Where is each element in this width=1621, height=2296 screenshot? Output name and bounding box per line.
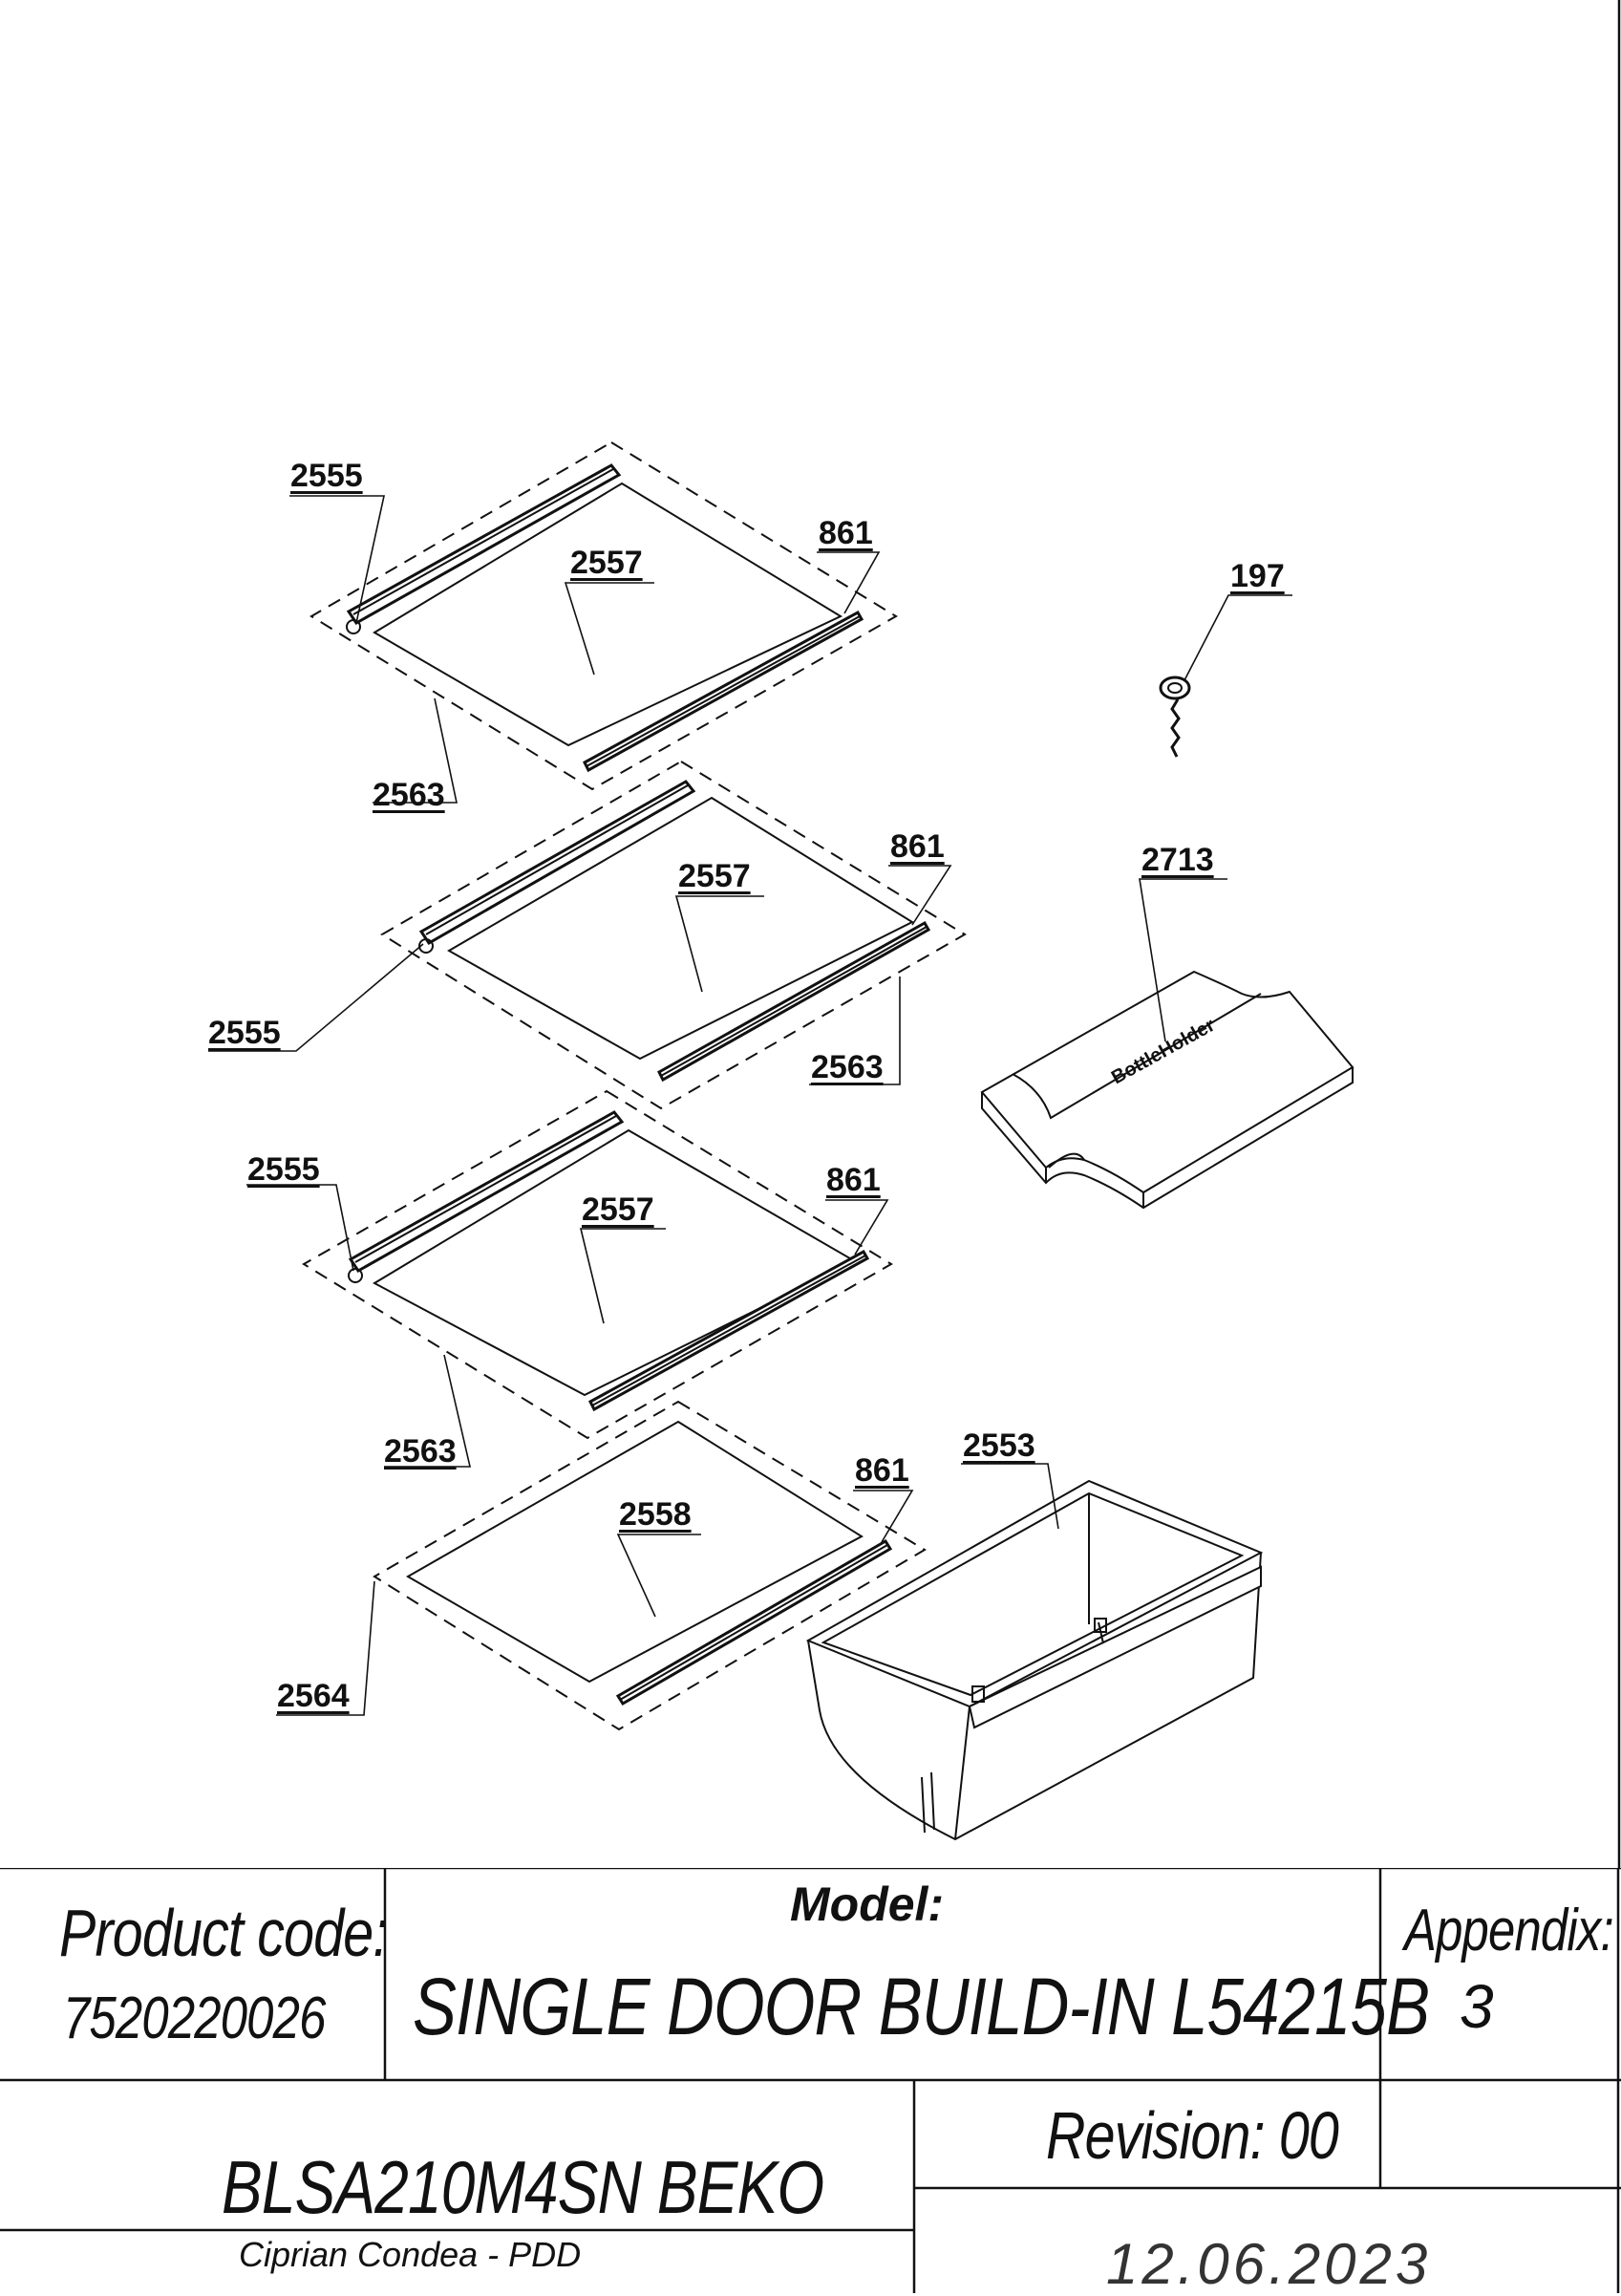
crisper-drawer	[805, 1479, 1264, 1841]
callout-861-shelf-3: 861	[826, 1162, 881, 1198]
shelf-2-glass	[446, 796, 915, 1061]
title-block-frame	[0, 1868, 1621, 2293]
appendix-label: Appendix:	[1404, 1898, 1614, 1963]
shelf-4-frame-outline	[373, 1400, 927, 1731]
drawing-date: 12.06.2023	[1106, 2232, 1432, 2296]
shelf-4-glass	[405, 1420, 864, 1684]
callout-861-shelf-1: 861	[819, 515, 873, 551]
shelf-3-end-cap	[348, 1268, 363, 1283]
callout-197: 197	[1230, 558, 1285, 594]
leader-lines	[208, 495, 1292, 1716]
shelf-1	[309, 440, 898, 791]
shelf-1-frame-outline	[309, 440, 898, 791]
model-label: Model:	[790, 1878, 945, 1931]
diagram-canvas	[208, 440, 1354, 1841]
callout-2555-shelf-1: 2555	[290, 458, 363, 494]
product-name: BLSA210M4SN BEKO	[222, 2145, 824, 2229]
callout-2557-shelf-3: 2557	[582, 1191, 654, 1228]
shelf-1-glass	[373, 482, 843, 747]
callout-2558: 2558	[619, 1496, 692, 1533]
shelf-1-end-cap	[346, 619, 361, 634]
shelf-3-glass	[372, 1128, 858, 1397]
crisper-drawer-body	[807, 1552, 1262, 1841]
bottle-holder	[980, 970, 1354, 1210]
callout-2563-shelf-2: 2563	[811, 1049, 884, 1085]
shelf-2-frame-outline	[380, 760, 967, 1110]
callout-2713: 2713	[1141, 842, 1214, 878]
shelf-4	[373, 1400, 927, 1731]
model-value: SINGLE DOOR BUILD-IN L54215B	[413, 1962, 1430, 2051]
revision-label: Revision: 00	[1046, 2098, 1339, 2173]
shelf-3-frame-outline	[302, 1089, 893, 1440]
shelf-3	[302, 1089, 893, 1440]
author-name: Ciprian Condea - PDD	[239, 2235, 582, 2274]
product-code-value: 7520220026	[63, 1985, 326, 2051]
callout-2563-shelf-3: 2563	[384, 1433, 457, 1470]
bottle-holder-body	[980, 970, 1354, 1194]
shelf-2	[380, 760, 967, 1110]
callout-2564: 2564	[277, 1678, 350, 1714]
appendix-value: 3	[1460, 1972, 1494, 2041]
hanger-ring	[1159, 676, 1191, 700]
crisper-drawer-rim	[805, 1479, 1264, 1708]
callout-2557-shelf-2: 2557	[678, 858, 751, 894]
callout-861-shelf-2: 861	[890, 828, 945, 865]
product-code-label: Product code:	[59, 1896, 388, 1970]
crisper-drawer-front-lip	[968, 1565, 1262, 1729]
exploded-parts-diagram: 2555 861 2557 197 2563 861 2557 2713 255…	[208, 440, 1354, 1841]
callout-2557-shelf-1: 2557	[570, 545, 643, 581]
shelf-2-end-cap	[418, 938, 434, 954]
right-border	[1617, 0, 1621, 1868]
callout-2555-shelf-2: 2555	[208, 1015, 281, 1051]
callout-2555-shelf-3: 2555	[247, 1151, 320, 1188]
callout-2563-shelf-1: 2563	[373, 777, 445, 813]
callout-861-shelf-4: 861	[855, 1452, 909, 1489]
hanger-part	[1159, 676, 1191, 758]
callout-2553: 2553	[963, 1427, 1035, 1464]
